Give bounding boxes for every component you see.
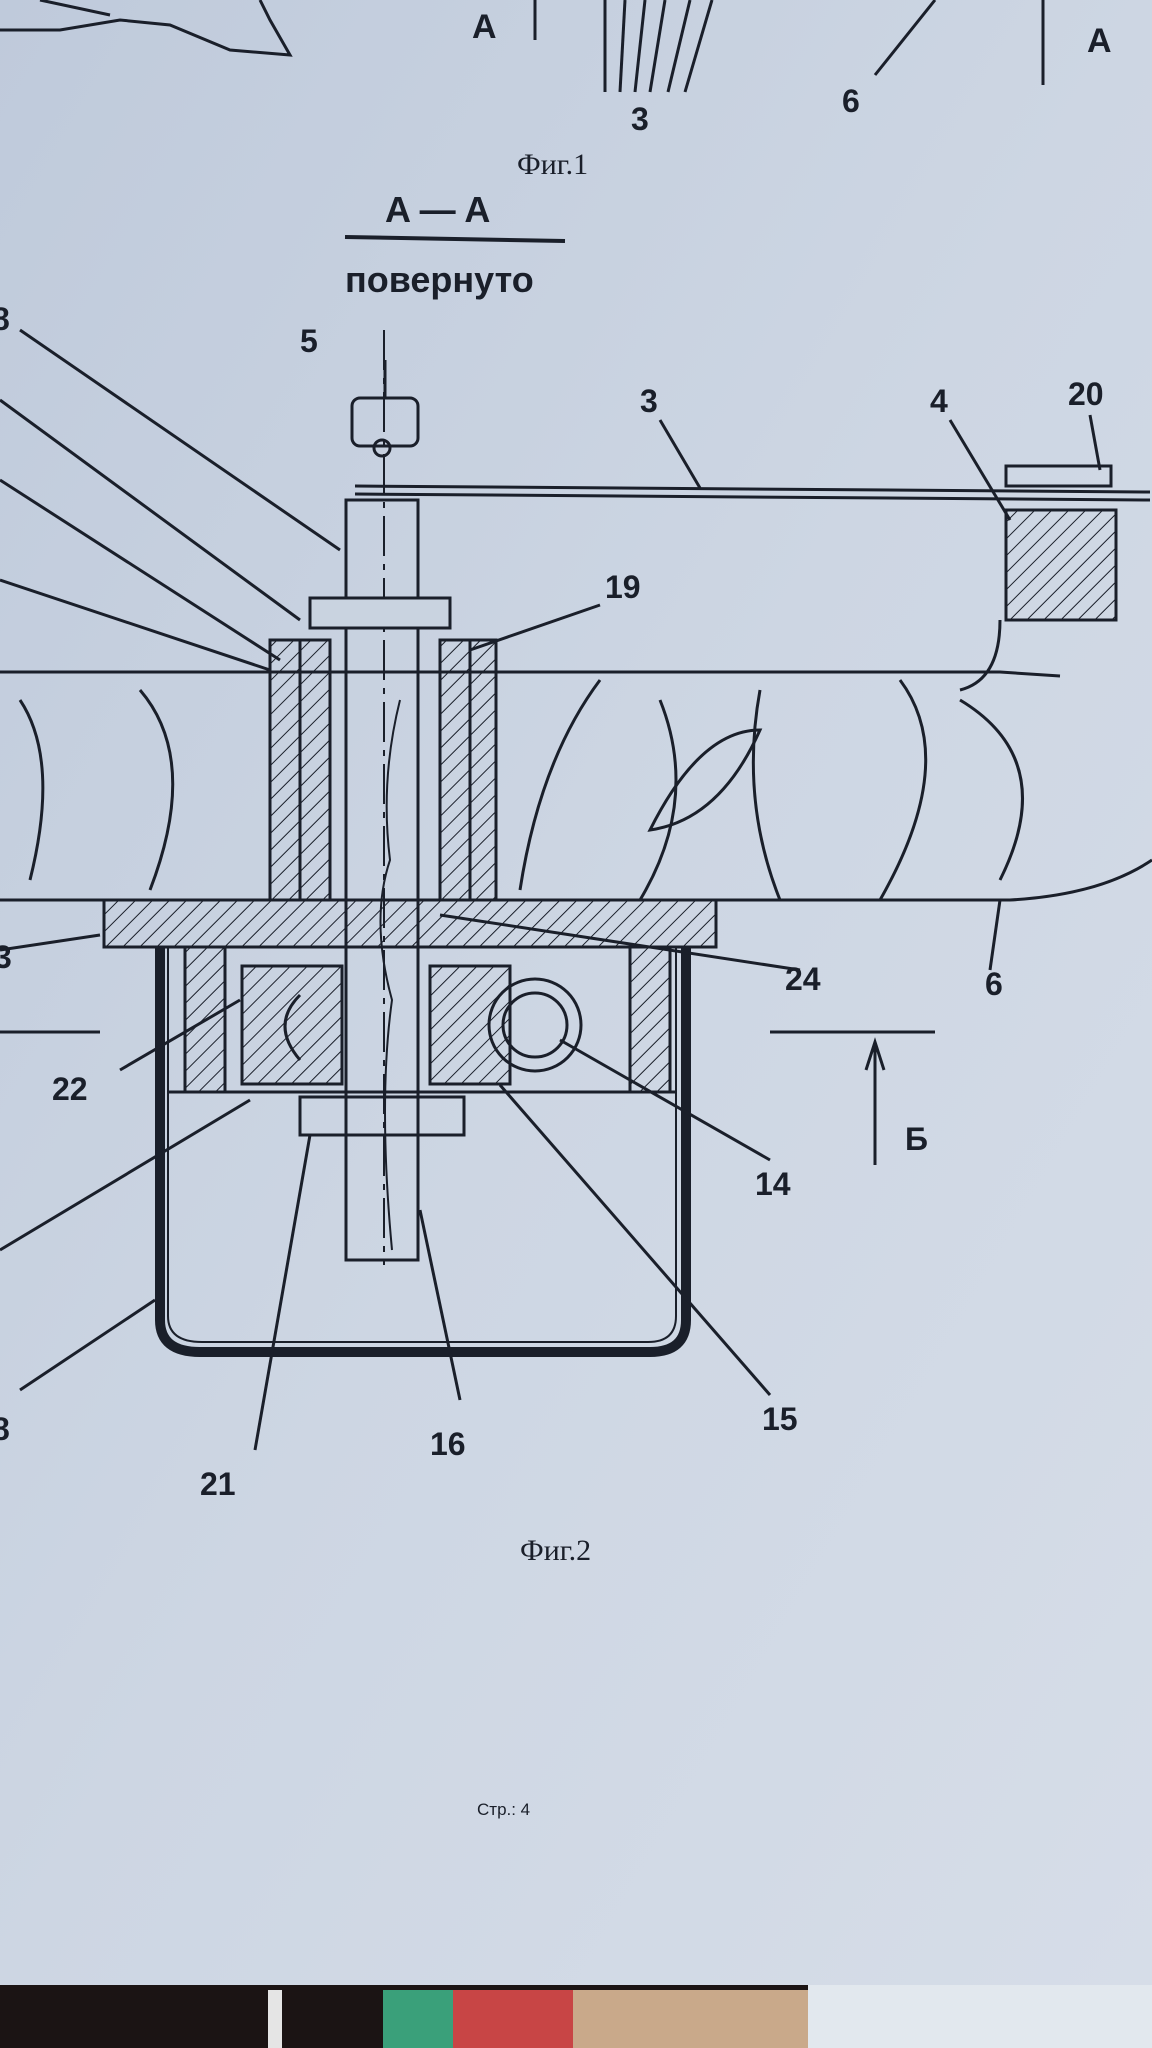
label-B: Б	[905, 1121, 928, 1157]
section-title-underline	[344, 235, 566, 243]
section-title: A — A	[385, 189, 490, 230]
label-6: 6	[985, 966, 1003, 1002]
section-mark-left: A	[472, 8, 497, 46]
figure-1-fragment	[0, 0, 1045, 93]
section-subtitle: повернуто	[345, 259, 534, 300]
figure1-caption: Фиг.1	[517, 148, 588, 181]
figure1-label-3: 3	[631, 101, 649, 137]
label-20: 20	[1068, 376, 1104, 412]
label-4: 4	[930, 383, 948, 419]
label-21: 21	[200, 1466, 236, 1502]
paper-sheet	[0, 0, 1152, 1985]
figure2-caption: Фиг.2	[520, 1534, 591, 1567]
assembly-drawing	[0, 328, 1152, 1451]
label-24: 24	[785, 961, 821, 997]
label-15: 15	[762, 1401, 798, 1437]
label-16: 16	[430, 1426, 466, 1462]
label-14: 14	[755, 1166, 791, 1202]
label-19: 19	[605, 569, 641, 605]
label-3-left: 3	[0, 939, 12, 975]
part-labels: 8 5 3 4 20 19 3 22 24 6 Б 14 8 21 16 15	[0, 301, 1104, 1502]
label-22: 22	[52, 1071, 88, 1107]
page-number: Стр.: 4	[477, 1800, 530, 1819]
label-5: 5	[300, 323, 318, 359]
figure1-label-6: 6	[842, 83, 860, 119]
label-8-top: 8	[0, 301, 10, 337]
label-3-arm: 3	[640, 383, 658, 419]
label-8-bottom: 8	[0, 1411, 10, 1447]
section-mark-right: A	[1087, 22, 1112, 60]
photo-background	[0, 1985, 1152, 2048]
